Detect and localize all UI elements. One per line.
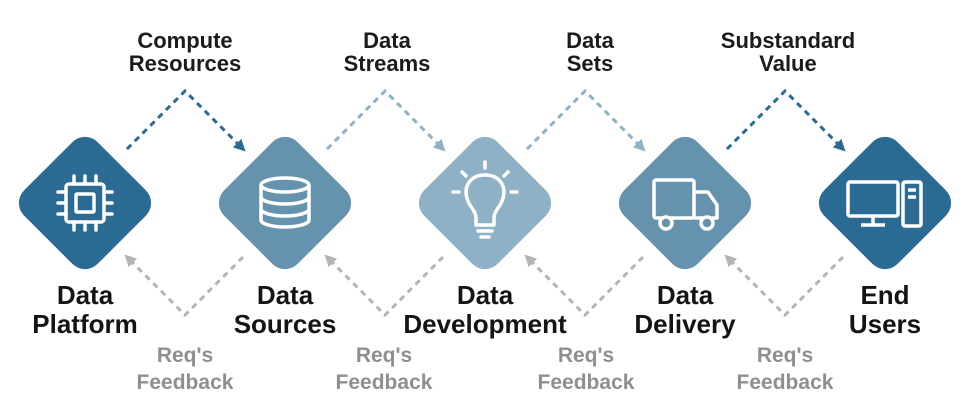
- feedback-arrow-1: [124, 254, 245, 318]
- forward-arrow-substandard-value: [725, 88, 846, 152]
- feedback-arrow-4: [724, 254, 845, 318]
- feedback-arrow-2: [324, 254, 445, 318]
- node-end-users: [818, 136, 952, 270]
- node-data-delivery: [618, 136, 752, 270]
- forward-arrow-data-sets: [525, 88, 646, 152]
- lightbulb-icon: [451, 160, 519, 239]
- delivery-truck-icon: [652, 178, 719, 231]
- forward-arrow-data-streams: [325, 88, 446, 152]
- desktop-computer-icon: [846, 180, 923, 228]
- cpu-chip-icon: [56, 174, 114, 232]
- feedback-arrow-3: [524, 254, 645, 318]
- database-icon: [259, 176, 311, 229]
- forward-arrow-compute-resources: [125, 88, 246, 152]
- node-data-platform: [18, 136, 152, 270]
- node-data-development: [418, 136, 552, 270]
